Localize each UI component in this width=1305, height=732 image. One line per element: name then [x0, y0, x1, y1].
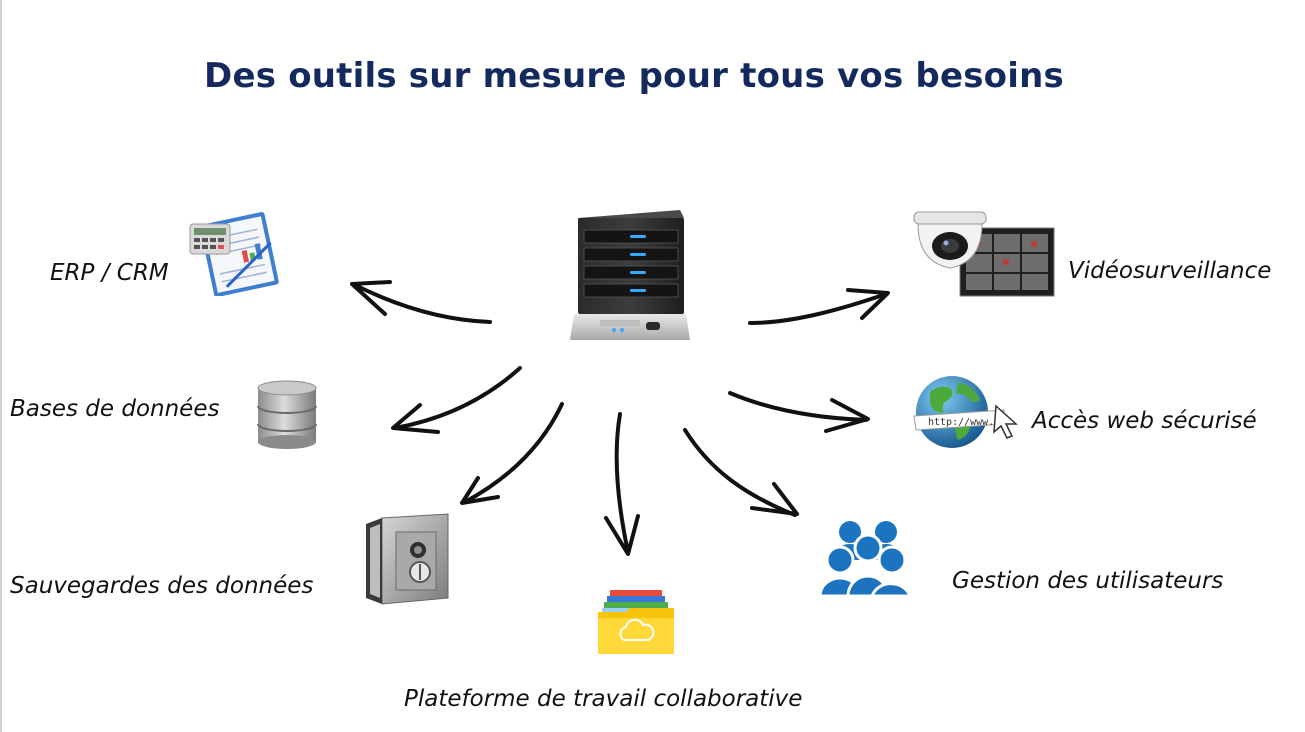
arrowhead-backups — [460, 476, 500, 505]
arrow-web — [728, 391, 868, 422]
left-border — [0, 0, 2, 732]
page-title: Des outils sur mesure pour tous vos beso… — [204, 56, 1064, 96]
arrowhead-video — [846, 288, 890, 320]
arrowhead-users — [750, 482, 799, 516]
arrow-backups — [463, 402, 564, 504]
label-backups: Sauvegardes des données — [10, 573, 314, 599]
arrowhead-web — [824, 398, 870, 433]
svg-text:http://www.: http://www. — [928, 417, 994, 428]
safe-icon — [366, 513, 449, 605]
arrow-collab — [614, 412, 630, 554]
users-group-icon — [820, 521, 910, 598]
arrowhead-collab — [604, 514, 640, 556]
arrow-video — [748, 292, 888, 325]
database-icon — [257, 380, 317, 449]
arrow-users — [683, 428, 797, 517]
cctv-camera-icon — [913, 211, 1055, 297]
label-web: Accès web sécurisé — [1032, 408, 1257, 434]
label-users: Gestion des utilisateurs — [952, 568, 1224, 594]
arrowhead-databases — [391, 403, 440, 434]
arrow-databases — [393, 366, 522, 430]
arrowhead-erp — [350, 280, 392, 316]
clipboard-calculator-icon — [189, 212, 279, 296]
cloud-folder-icon — [598, 590, 674, 654]
globe-www-icon: http://www. — [913, 376, 1018, 448]
label-collab: Plateforme de travail collaborative — [404, 686, 803, 712]
label-erp: ERP / CRM — [50, 260, 169, 286]
server-icon — [570, 210, 690, 340]
arrow-erp — [353, 283, 492, 324]
label-video: Vidéosurveillance — [1068, 258, 1272, 284]
label-databases: Bases de données — [10, 396, 220, 422]
